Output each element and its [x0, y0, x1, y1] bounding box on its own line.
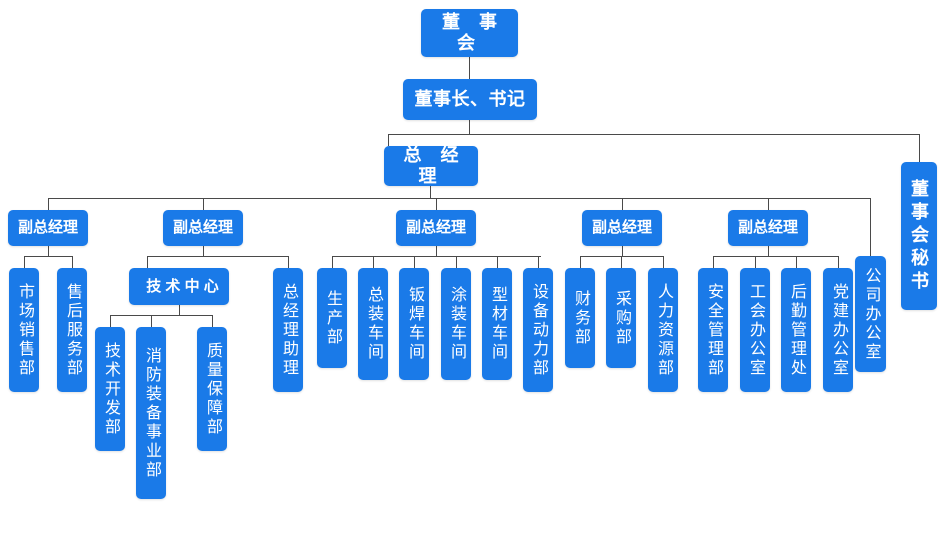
connector-deputies-bus [48, 198, 870, 199]
node-purchasing[interactable]: 采购部 [606, 268, 636, 368]
connector-deputy3-drop [436, 198, 437, 210]
connector-market-sales-drop [24, 256, 25, 268]
connector-union-drop [755, 256, 756, 268]
connector-deputy3-bus [332, 256, 541, 257]
connector-safety-drop [713, 256, 714, 268]
node-production[interactable]: 生产部 [317, 268, 347, 368]
connector-production-drop [332, 256, 333, 268]
connector-level2-gm-drop [388, 134, 389, 146]
connector-deputy1-drop [48, 198, 49, 210]
connector-deputy2-down [203, 246, 204, 256]
connector-painting-drop [456, 256, 457, 268]
connector-level2-bus [388, 134, 920, 135]
node-company-office[interactable]: 公司办公室 [855, 256, 886, 372]
node-tech-dev[interactable]: 技术开发部 [95, 327, 125, 451]
connector-deputy4-down [622, 246, 623, 256]
node-deputy-gm-2[interactable]: 副总经理 [163, 210, 243, 246]
node-board-secretary[interactable]: 董事会秘书 [901, 162, 937, 310]
connector-logistics-drop [796, 256, 797, 268]
connector-assembly-drop [373, 256, 374, 268]
node-quality-assurance[interactable]: 质量保障部 [197, 327, 227, 451]
node-logistics-management[interactable]: 后勤管理处 [781, 268, 811, 392]
connector-purchasing-drop [621, 256, 622, 268]
node-fire-equipment[interactable]: 消防装备事业部 [136, 327, 166, 499]
node-deputy-gm-5[interactable]: 副总经理 [728, 210, 808, 246]
node-deputy-gm-3[interactable]: 副总经理 [396, 210, 476, 246]
connector-deputy5-drop [768, 198, 769, 210]
node-deputy-gm-4[interactable]: 副总经理 [582, 210, 662, 246]
connector-deputy1-bus [24, 256, 72, 257]
connector-deputy1-down [48, 246, 49, 256]
node-union-office[interactable]: 工会办公室 [740, 268, 770, 392]
node-chairman[interactable]: 董事长、书记 [403, 79, 537, 120]
connector-fire-equipment-drop [151, 315, 152, 327]
connector-gm-down [430, 186, 431, 198]
connector-quality-drop [212, 315, 213, 327]
connector-gm-assistant-drop [288, 256, 289, 268]
node-welding-shop[interactable]: 钣焊车间 [399, 268, 429, 380]
connector-after-sales-drop [72, 256, 73, 268]
node-market-sales[interactable]: 市场销售部 [9, 268, 39, 392]
connector-chairman-down [469, 120, 470, 134]
node-profile-shop[interactable]: 型材车间 [482, 268, 512, 380]
node-painting-shop[interactable]: 涂装车间 [441, 268, 471, 380]
connector-deputy4-drop [622, 198, 623, 210]
connector-equipment-power-drop [538, 256, 539, 268]
node-safety-management[interactable]: 安全管理部 [698, 268, 728, 392]
connector-deputy2-drop [203, 198, 204, 210]
connector-deputy3-down [436, 246, 437, 256]
node-deputy-gm-1[interactable]: 副总经理 [8, 210, 88, 246]
connector-company-office-drop [870, 198, 871, 256]
connector-deputy5-down [768, 246, 769, 256]
node-assembly-shop[interactable]: 总装车间 [358, 268, 388, 380]
connector-profile-drop [497, 256, 498, 268]
node-tech-center[interactable]: 技 术 中 心 [129, 268, 229, 305]
node-finance[interactable]: 财务部 [565, 268, 595, 368]
connector-deputy2-bus [147, 256, 288, 257]
connector-deputy5-bus [713, 256, 838, 257]
node-equipment-power[interactable]: 设备动力部 [523, 268, 553, 392]
connector-board-chairman [469, 57, 470, 79]
connector-party-office-drop [838, 256, 839, 268]
connector-tech-dev-drop [110, 315, 111, 327]
node-party-office[interactable]: 党建办公室 [823, 268, 853, 392]
node-after-sales[interactable]: 售后服务部 [57, 268, 87, 392]
connector-tech-center-drop [147, 256, 148, 268]
connector-hr-drop [663, 256, 664, 268]
connector-tech-center-down [179, 305, 180, 315]
connector-welding-drop [414, 256, 415, 268]
connector-tech-center-bus [110, 315, 212, 316]
node-board[interactable]: 董 事 会 [421, 9, 518, 57]
node-gm-assistant[interactable]: 总经理助理 [273, 268, 303, 392]
node-general-manager[interactable]: 总 经 理 [384, 145, 478, 186]
node-human-resources[interactable]: 人力资源部 [648, 268, 678, 392]
connector-level2-secretary-drop [919, 134, 920, 162]
connector-finance-drop [580, 256, 581, 268]
